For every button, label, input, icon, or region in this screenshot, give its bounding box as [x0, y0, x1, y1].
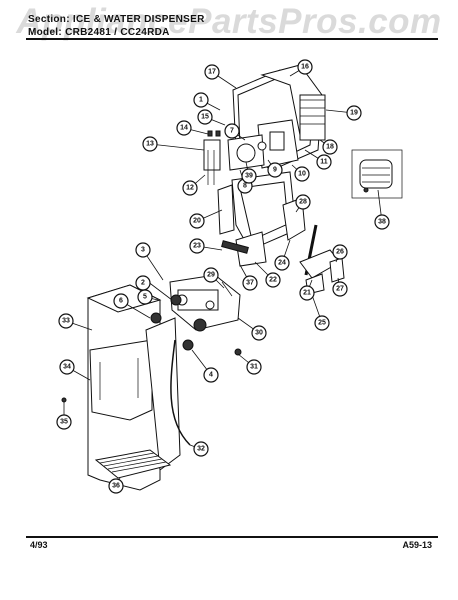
callout-33: 33 — [58, 313, 74, 329]
svg-text:20: 20 — [193, 218, 201, 225]
callout-2: 2 — [135, 275, 151, 291]
callout-36: 36 — [108, 478, 124, 494]
callout-7: 7 — [224, 123, 240, 139]
detail-box-38 — [351, 149, 403, 199]
svg-text:38: 38 — [378, 219, 386, 226]
callout-38: 38 — [374, 214, 390, 230]
callout-5: 5 — [137, 289, 153, 305]
svg-text:33: 33 — [62, 318, 70, 325]
header-rule — [26, 38, 438, 40]
svg-text:17: 17 — [208, 69, 216, 76]
svg-text:36: 36 — [112, 483, 120, 490]
callout-19: 19 — [346, 105, 362, 121]
callout-31: 31 — [246, 359, 262, 375]
callout-26: 26 — [332, 244, 348, 260]
callout-9: 9 — [267, 162, 283, 178]
svg-text:29: 29 — [207, 272, 215, 279]
dispenser-housing-drawing — [61, 274, 242, 491]
section-title: Section: ICE & WATER DISPENSER — [28, 14, 205, 25]
svg-text:21: 21 — [303, 290, 311, 297]
callout-15: 15 — [197, 109, 213, 125]
svg-text:32: 32 — [197, 446, 205, 453]
callout-12: 12 — [182, 180, 198, 196]
svg-text:23: 23 — [193, 243, 201, 250]
actuator-drawing — [299, 159, 393, 295]
svg-text:5: 5 — [143, 294, 147, 301]
svg-text:11: 11 — [320, 159, 328, 166]
callout-1: 1 — [193, 92, 209, 108]
svg-text:34: 34 — [63, 364, 71, 371]
svg-text:13: 13 — [146, 141, 154, 148]
svg-text:25: 25 — [318, 320, 326, 327]
svg-text:27: 27 — [336, 286, 344, 293]
callout-21: 21 — [299, 285, 315, 301]
svg-text:22: 22 — [269, 277, 277, 284]
svg-text:35: 35 — [60, 419, 68, 426]
model-title: Model: CRB2481 / CC24RDA — [28, 27, 170, 38]
svg-text:28: 28 — [299, 199, 307, 206]
svg-text:4: 4 — [209, 372, 213, 379]
callout-34: 34 — [59, 359, 75, 375]
callout-37: 37 — [242, 275, 258, 291]
svg-text:37: 37 — [246, 280, 254, 287]
svg-text:8: 8 — [243, 183, 247, 190]
svg-text:18: 18 — [326, 144, 334, 151]
svg-text:9: 9 — [273, 167, 277, 174]
callout-13: 13 — [142, 136, 158, 152]
callout-29: 29 — [203, 267, 219, 283]
callout-3: 3 — [135, 242, 151, 258]
callout-28: 28 — [295, 194, 311, 210]
callout-14: 14 — [176, 120, 192, 136]
callout-4: 4 — [203, 367, 219, 383]
callout-17: 17 — [204, 64, 220, 80]
callout-39: 39 — [241, 168, 257, 184]
callout-24: 24 — [274, 255, 290, 271]
svg-text:6: 6 — [119, 298, 123, 305]
callout-11: 11 — [316, 154, 332, 170]
callout-6: 6 — [113, 293, 129, 309]
callout-10: 10 — [294, 166, 310, 182]
svg-text:12: 12 — [186, 185, 194, 192]
callout-25: 25 — [314, 315, 330, 331]
svg-text:30: 30 — [255, 330, 263, 337]
callout-18: 18 — [322, 139, 338, 155]
svg-text:31: 31 — [250, 364, 258, 371]
footer-rule — [26, 536, 438, 538]
page-reference: A59-13 — [402, 540, 432, 550]
svg-text:3: 3 — [141, 247, 145, 254]
svg-text:7: 7 — [230, 128, 234, 135]
callout-20: 20 — [189, 213, 205, 229]
svg-text:26: 26 — [336, 249, 344, 256]
svg-text:24: 24 — [278, 260, 286, 267]
callout-23: 23 — [189, 238, 205, 254]
svg-text:2: 2 — [141, 280, 145, 287]
callout-16: 16 — [297, 59, 313, 75]
svg-text:1: 1 — [199, 97, 203, 104]
callout-35: 35 — [56, 414, 72, 430]
callout-27: 27 — [332, 281, 348, 297]
chute-drawing — [217, 171, 306, 267]
callout-32: 32 — [193, 441, 209, 457]
callout-22: 22 — [265, 272, 281, 288]
watermark: AppliancePartsPros.com — [16, 2, 442, 41]
svg-text:15: 15 — [201, 114, 209, 121]
svg-text:16: 16 — [301, 64, 309, 71]
callout-30: 30 — [251, 325, 267, 341]
upper-housing-drawing — [203, 64, 326, 185]
svg-text:10: 10 — [298, 171, 306, 178]
svg-text:39: 39 — [245, 173, 253, 180]
svg-text:14: 14 — [180, 125, 188, 132]
revision-date: 4/93 — [30, 540, 48, 550]
svg-text:19: 19 — [350, 110, 358, 117]
